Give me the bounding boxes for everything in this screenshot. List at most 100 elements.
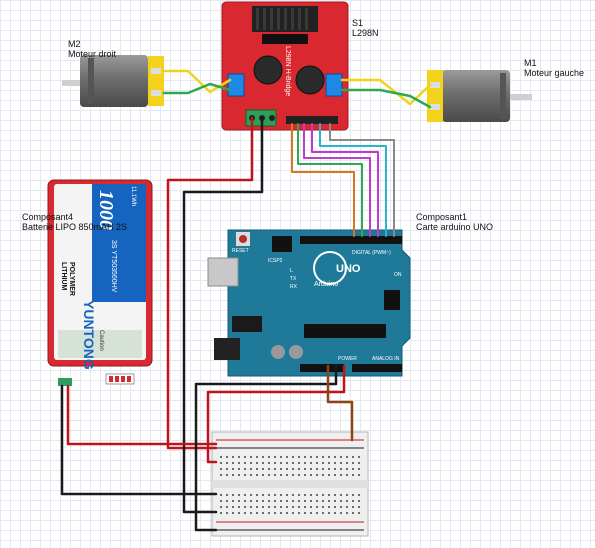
battery-model: 3S YT503560HV [110,240,117,293]
breadboard-hole [220,474,222,476]
breadboard-hole [262,506,264,508]
breadboard-hole [298,512,300,514]
breadboard-hole [220,506,222,508]
breadboard-hole [334,494,336,496]
breadboard-hole [358,500,360,502]
s1-label: S1 L298N [352,18,379,38]
wire-l298n-gnd [182,116,264,514]
breadboard-hole [250,500,252,502]
breadboard-hole [358,474,360,476]
breadboard-hole [322,506,324,508]
breadboard-hole [232,512,234,514]
breadboard-hole [346,456,348,458]
motor-m1 [427,70,532,122]
breadboard-hole [274,468,276,470]
breadboard-hole [352,494,354,496]
wiring [60,69,432,532]
wire-arduino-5v [326,364,354,442]
breadboard-hole [238,468,240,470]
breadboard-hole [250,456,252,458]
arduino-label: Composant1 Carte arduino UNO [416,212,493,232]
breadboard-hole [292,500,294,502]
breadboard-hole [280,456,282,458]
breadboard-hole [328,500,330,502]
breadboard-hole [298,506,300,508]
breadboard-hole [268,494,270,496]
breadboard-hole [226,456,228,458]
breadboard-hole [316,474,318,476]
arduino-ref: Composant1 [416,212,468,222]
breadboard-hole [280,500,282,502]
breadboard-hole [238,474,240,476]
breadboard-hole [268,500,270,502]
breadboard-hole [244,474,246,476]
breadboard-hole [298,468,300,470]
breadboard-hole [316,494,318,496]
breadboard-hole [346,512,348,514]
breadboard-hole [322,468,324,470]
breadboard-hole [256,506,258,508]
breadboard-hole [274,462,276,464]
breadboard-hole [352,456,354,458]
breadboard-hole [226,512,228,514]
breadboard-hole [280,494,282,496]
breadboard-hole [262,462,264,464]
m2-ref: M2 [68,39,81,49]
breadboard-hole [352,506,354,508]
breadboard-hole [244,500,246,502]
breadboard-hole [340,456,342,458]
breadboard-hole [226,462,228,464]
breadboard-hole [232,494,234,496]
breadboard-hole [328,462,330,464]
breadboard-hole [220,462,222,464]
breadboard-hole [346,462,348,464]
breadboard-hole [238,456,240,458]
breadboard-hole [244,462,246,464]
l298n-board: L298N H-Bridge [221,1,349,131]
battery-brand: YUNTONG [81,300,97,370]
breadboard-hole [358,468,360,470]
breadboard-hole [340,512,342,514]
breadboard-hole [256,500,258,502]
breadboard-hole [310,512,312,514]
breadboard-hole [334,512,336,514]
breadboard-hole [358,494,360,496]
battery-label: Composant4 Batterie LIPO 850mAH 2S [22,212,127,232]
breadboard-hole [250,494,252,496]
breadboard-hole [244,494,246,496]
breadboard-hole [292,506,294,508]
breadboard-hole [304,462,306,464]
breadboard-hole [334,506,336,508]
wire-m2-b [162,82,232,95]
breadboard-hole [268,506,270,508]
breadboard-hole [358,512,360,514]
battery-ref: Composant4 [22,212,74,222]
breadboard-hole [280,506,282,508]
breadboard-hole [286,506,288,508]
breadboard-hole [322,462,324,464]
arduino-reset-label: RESET [232,248,249,254]
breadboard-hole [310,468,312,470]
arduino-icsp-label: ICSP2 [268,258,283,264]
breadboard-hole [310,500,312,502]
breadboard-hole [274,500,276,502]
breadboard-hole [232,456,234,458]
breadboard-hole [358,506,360,508]
arduino-uno-board: UNO Arduino RESET ICSP2 DIGITAL (PWM~) P… [207,229,411,377]
breadboard-hole [262,474,264,476]
breadboard-hole [256,494,258,496]
breadboard-hole [280,462,282,464]
arduino-tx-label: TX [290,276,297,282]
arduino-logo-icon [313,251,347,285]
s1-part: L298N [352,28,379,38]
arduino-power-label: POWER [338,356,357,362]
breadboard-hole [268,512,270,514]
breadboard-hole [346,468,348,470]
breadboard-hole [286,500,288,502]
breadboard-hole [334,474,336,476]
breadboard-hole [232,506,234,508]
arduino-l-label: L [290,268,293,274]
breadboard-hole [220,512,222,514]
breadboard-hole [232,474,234,476]
s1-ref: S1 [352,18,364,28]
